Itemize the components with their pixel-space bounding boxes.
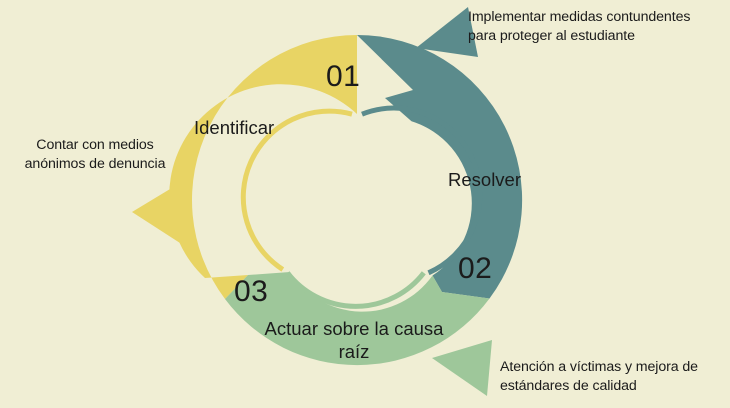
inner-ring-arc-actuar (285, 271, 426, 309)
segment-resolver-body[interactable] (357, 34, 523, 299)
inner-ring-arc-resolver (361, 105, 483, 276)
inner-accent-ring (240, 105, 483, 309)
segment-identificar-body[interactable] (169, 35, 357, 299)
segment-identificar-number: 01 (326, 60, 361, 93)
segment-identificar[interactable] (132, 35, 357, 299)
segment-actuar-title: Actuar sobre la causa raíz (264, 318, 444, 363)
segment-actuar[interactable] (225, 272, 492, 396)
segment-identificar-title: Identificar (194, 117, 275, 138)
segment-resolver-arrow-icon (416, 7, 478, 57)
segment-resolver[interactable] (357, 7, 523, 299)
segment-actuar-body[interactable] (225, 272, 490, 366)
segment-actuar-arrow-icon (432, 340, 492, 396)
inner-hole (281, 124, 433, 276)
segment-resolver-number: 02 (458, 252, 493, 285)
inner-ring-arc-identificar (240, 108, 353, 272)
segment-identificar-arrow-icon (132, 183, 180, 243)
segment-resolver-title: Resolver (448, 169, 521, 190)
callout-resolver: Implementar medidas contundentes para pr… (468, 9, 691, 44)
segment-actuar-number: 03 (234, 275, 269, 308)
callout-actuar: Atención a víctimas y mejora de estándar… (500, 359, 698, 394)
callout-identificar: Contar con medios anónimos de denuncia (24, 137, 166, 172)
